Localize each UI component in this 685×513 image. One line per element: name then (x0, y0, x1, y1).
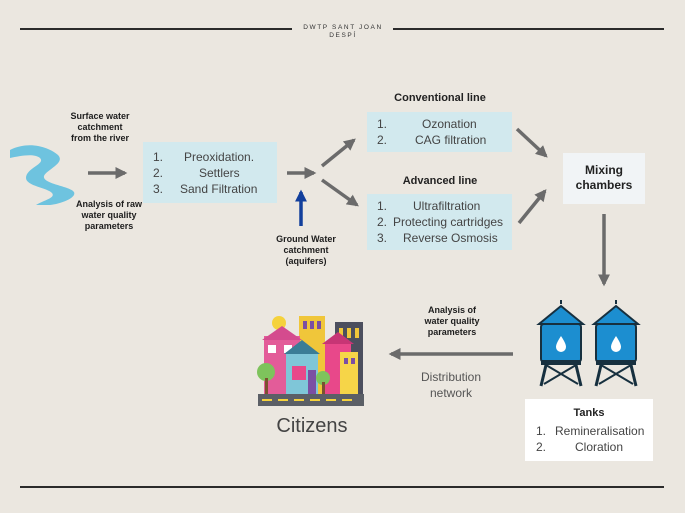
distribution-network-label: Distribution network (420, 370, 482, 400)
step-number: 2. (377, 215, 388, 229)
river-icon (10, 145, 75, 205)
step-text: Sand Filtration (180, 182, 258, 196)
citizens-label: Citizens (276, 415, 348, 437)
header-rule-right (392, 28, 664, 30)
river-catchment-label: Surface water catchment from the river (70, 111, 130, 143)
tanks-title: Tanks (573, 407, 605, 419)
step-text: Cloration (575, 440, 624, 454)
step-text: Ultrafiltration (413, 199, 481, 213)
water-quality-analysis-label: Analysis of water quality parameters (424, 305, 480, 337)
tanks-box: Tanks 1. Remineralisation 2. Cloration (525, 399, 653, 461)
step-number: 3. (377, 231, 388, 245)
raw-water-analysis-label: Analysis of raw water quality parameters (75, 199, 143, 231)
arrow-to-advanced (320, 178, 359, 207)
step-number: 1. (536, 424, 547, 438)
step-text: Remineralisation (555, 424, 645, 438)
arrow-advanced-to-mixing (517, 189, 547, 225)
step-number: 2. (153, 166, 164, 180)
arrow-to-conventional (320, 138, 356, 168)
groundwater-label: Ground Water catchment (aquifers) (276, 234, 336, 266)
step-text: Ozonation (422, 117, 477, 131)
step-number: 1. (153, 150, 164, 164)
step-text: Reverse Osmosis (403, 231, 498, 245)
step-number: 1. (377, 199, 388, 213)
step-text: Protecting cartridges (393, 215, 504, 229)
conventional-line-box: 1. Ozonation 2. CAG filtration (367, 112, 512, 152)
water-tower-icon (591, 300, 641, 387)
advanced-line-box: 1. Ultrafiltration 2. Protecting cartrid… (367, 194, 512, 250)
water-tower-icon (536, 300, 586, 387)
header-rule-left (20, 28, 292, 30)
step-number: 2. (377, 133, 388, 147)
step-number: 1. (377, 117, 388, 131)
advanced-line-title: Advanced line (402, 175, 478, 187)
footer-rule (20, 486, 664, 488)
pretreatment-box: 1. Preoxidation. 2. Settlers 3. Sand Fil… (143, 142, 277, 203)
conventional-line-title: Conventional line (394, 92, 486, 104)
step-text: CAG filtration (415, 133, 487, 147)
header-title: DWTP SANT JOAN DESPÍ (293, 24, 393, 40)
step-number: 2. (536, 440, 547, 454)
step-text: Preoxidation. (184, 150, 255, 164)
city-buildings-icon (257, 316, 364, 406)
arrow-conventional-to-mixing (515, 127, 548, 158)
mixing-chambers-label: Mixing chambers (575, 163, 633, 192)
step-text: Settlers (199, 166, 240, 180)
step-number: 3. (153, 182, 164, 196)
mixing-chambers-box: Mixing chambers (563, 153, 645, 204)
